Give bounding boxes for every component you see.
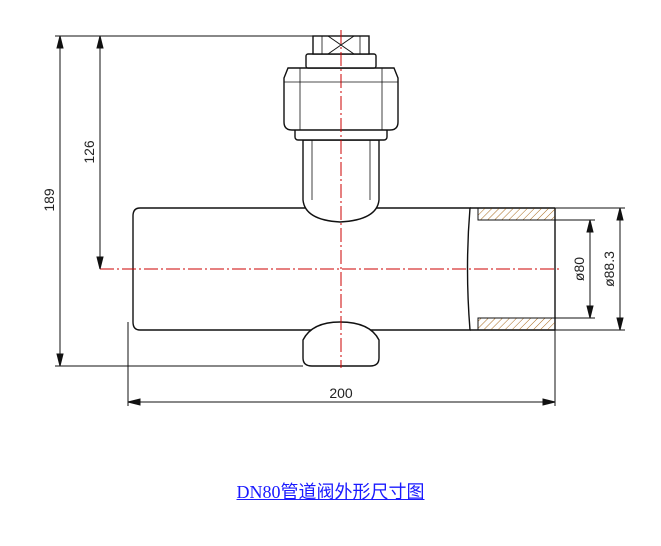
dim-inner-diameter: ø80: [571, 257, 587, 281]
drawing-caption: DN80管道阀外形尺寸图: [236, 482, 425, 502]
dim-length: 200: [329, 385, 353, 401]
dim-center-height: 126: [81, 140, 97, 164]
hatched-wall: [477, 207, 556, 331]
centerlines: [100, 30, 560, 368]
dim-outer-diameter: ø88.3: [601, 251, 617, 287]
dimension-lines: [55, 35, 625, 406]
dim-overall-height: 189: [41, 188, 57, 212]
